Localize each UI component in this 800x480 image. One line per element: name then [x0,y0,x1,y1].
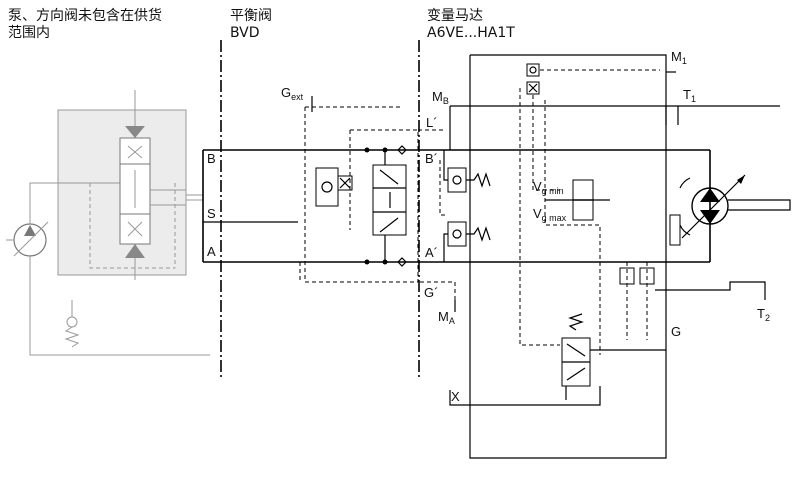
port-label-t-1: T1 [683,87,696,105]
port-label-b-prime: B´ [425,151,438,166]
port-label-a: A [207,244,216,259]
port-label-g-prime: G´ [424,285,439,300]
valve-title: 平衡阀 [230,8,272,24]
port-label-l-prime: L´ [426,115,438,130]
port-label-a-prime: A´ [425,245,438,260]
t2-line [655,281,766,300]
pressure-relief-valve-b [443,150,491,193]
port-label-x: X [451,389,460,404]
port-label-b: B [207,151,216,166]
label-vg-max: Vg max [533,206,567,224]
relief-pilot-lines [439,160,446,216]
port-label-t-2: T2 [757,306,770,324]
valve-model: BVD [230,25,260,41]
directional-valve [119,90,151,280]
port-label-s: S [207,206,216,221]
pump-note-line2: 范围内 [8,25,50,41]
port-label-m-1: M1 [671,49,687,67]
shuttle-valves-top [526,63,540,95]
control-pilot-lines [519,69,660,355]
motor-symbol [669,174,791,246]
control-valve-ha [561,313,666,400]
motor-model: A6VE...HA1T [427,25,515,41]
motor-header: 变量马达 A6VE...HA1T [427,8,515,42]
port-label-g: G [671,324,682,339]
label-vg-min: Vg min [533,179,564,197]
bvd-valve [304,106,419,283]
pressure-relief-valve-a [443,221,491,262]
pump-symbol [6,221,49,257]
motor-top-lines [449,54,780,459]
check-valves-pair [619,262,655,340]
port-label-g-ext: Gext [281,85,304,103]
g-prime-line [299,262,456,310]
pump-to-valve-lines [150,189,203,206]
control-cylinder [545,179,610,221]
pump-pilot-lines [89,183,176,269]
pump-note-line1: 泵、方向阀未包含在供货 [8,8,162,24]
motor-title: 变量马达 [427,8,483,24]
pump-lines [29,182,210,356]
check-spring-symbol [64,300,80,348]
valve-header: 平衡阀 BVD [230,8,272,42]
x-port-line [449,386,601,406]
port-label-m-a: MA [438,309,455,327]
pump-note: 泵、方向阀未包含在供货 范围内 [8,8,162,42]
port-label-m-b: MB [432,89,449,107]
